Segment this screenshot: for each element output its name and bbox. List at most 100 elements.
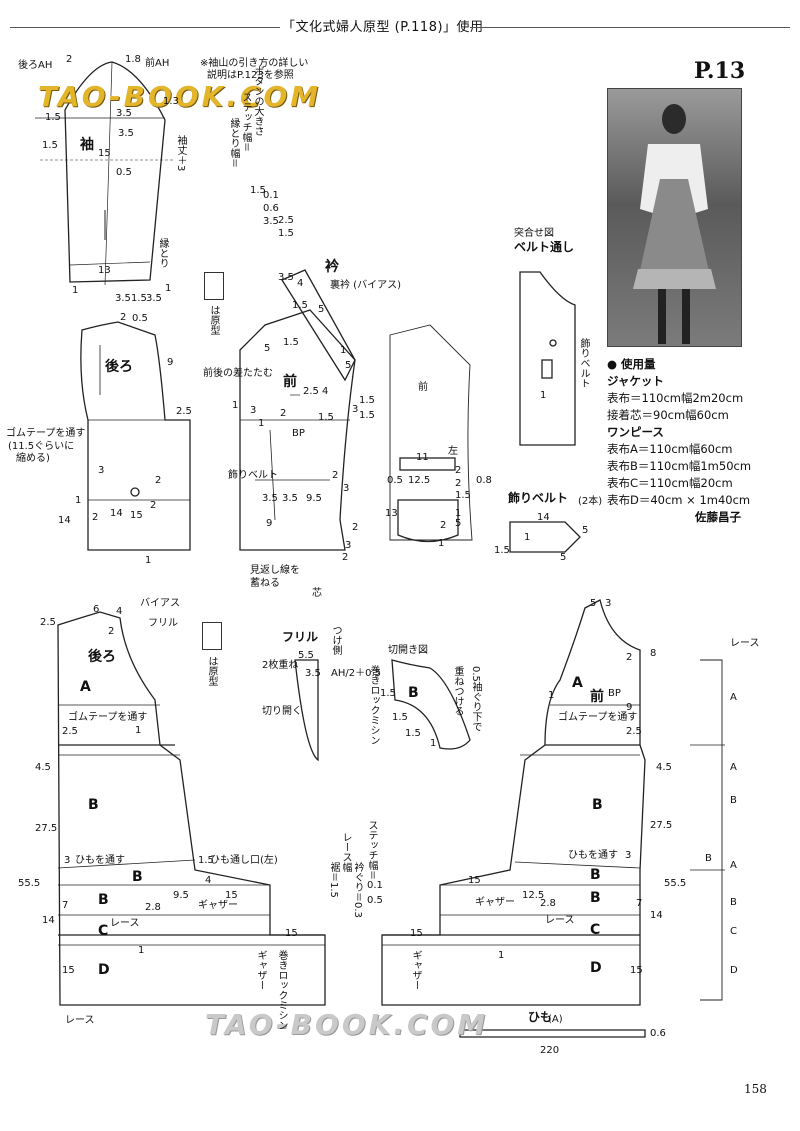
belt-loop-title-1: 突合せ図 — [514, 228, 554, 239]
frill-below: 0.5袖ぐり下で — [470, 666, 481, 732]
sleeve-dim: 3.5 — [115, 293, 131, 304]
frill-attach: つけ側 — [330, 625, 341, 655]
frill-dim: 3.5 — [305, 668, 321, 679]
frill-dim: 1.5 — [392, 712, 408, 723]
jacket-back-dim: 3 — [98, 465, 105, 476]
dress-front-pattern — [381, 599, 646, 1006]
sleeve-dim: 3.5 — [118, 128, 134, 139]
jacket-front-tuck: 前後の差たたむ — [203, 368, 273, 379]
jacket-front-dim: 1.5 — [359, 410, 375, 421]
page-header: 「文化式婦人原型 (P.118)」使用 — [0, 16, 800, 38]
dress-front-dim: 9 — [626, 702, 633, 713]
side-a3: A — [730, 860, 737, 871]
dress-back-cord: ひもを通す — [75, 855, 125, 866]
dress-front-cord: ひもを通す — [568, 850, 618, 861]
pocket-front: 前 — [418, 382, 428, 393]
sleeve-dim: 13 — [98, 265, 111, 276]
pocket-dim: 2 — [455, 478, 462, 489]
dress-back-title: 後ろ — [88, 649, 116, 665]
dress-material-1: 表布A＝110cm幅60cm — [607, 442, 733, 456]
sleeve-title: 袖 — [80, 137, 94, 153]
dress-back-dim: 4.5 — [35, 762, 51, 773]
dress-back-dim: 3 — [64, 855, 71, 866]
dress-back-cord-open: ひも通し口(左) — [210, 855, 278, 866]
deco-belt-count: (2本) — [578, 496, 603, 507]
jacket-back-dim: 1 — [75, 495, 82, 506]
dress-back-dim: 15 — [62, 965, 75, 976]
jacket-front-dim: 3 — [345, 540, 352, 551]
jacket-back-dim: 2 — [92, 512, 99, 523]
pocket-dim: 12.5 — [408, 475, 431, 486]
dress-back-dim: 14 — [42, 915, 55, 926]
jacket-front-dim: 1.5 — [359, 395, 375, 406]
dress-front-dim: 3 — [605, 598, 612, 609]
jacket-back-dim: 2 — [150, 500, 157, 511]
pocket-dim: 5 — [455, 518, 462, 529]
jacket-material-1: 表布＝110cm幅2m20cm — [607, 391, 744, 405]
pocket-dim: 0.5 — [387, 475, 403, 486]
legend-text: は原型 — [208, 305, 219, 335]
frill-dim: 1.5 — [380, 688, 396, 699]
designer-name: 佐藤昌子 — [695, 510, 742, 524]
jacket-front-dim: 2 — [342, 552, 349, 563]
jacket-back-dim: 2 — [155, 475, 162, 486]
dress-front-c: C — [590, 922, 601, 938]
pocket-left: 左 — [448, 446, 458, 457]
side-b2: B — [705, 853, 712, 864]
sleeve-dim: 1.3 — [163, 96, 179, 107]
dress-front-dim: 7 — [636, 898, 643, 909]
jacket-back-dim: 1 — [145, 555, 152, 566]
frill-b: B — [408, 685, 419, 701]
collar-dim: 5 — [345, 360, 352, 371]
cord-pattern — [459, 1029, 646, 1038]
lace-stitch: ステッチ幅＝ — [366, 820, 377, 880]
dress-back-dim: 15 — [285, 928, 298, 939]
deco-belt-dim: 1.5 — [494, 545, 510, 556]
legend-box-2 — [202, 622, 222, 650]
model-silhouette — [633, 104, 716, 344]
note-value: 3.5 — [263, 216, 279, 227]
frill-pattern — [294, 659, 471, 762]
pocket-dim: 11 — [416, 452, 429, 463]
dress-back-dim: 7 — [62, 900, 69, 911]
jacket-front-dim: 1 — [232, 400, 239, 411]
collar-title: 衿 — [325, 259, 339, 275]
note-value: 0.1 — [263, 190, 279, 201]
pocket-dim: 13 — [385, 508, 398, 519]
pocket-dim: 1.5 — [455, 490, 471, 501]
dress-front-title: 前 — [590, 689, 604, 705]
jacket-back-elastic: ゴムテープを通す — [6, 428, 86, 439]
belt-loop-belt: 飾りベルト — [578, 338, 589, 388]
frill-dim: 1 — [430, 738, 437, 749]
jacket-back-dim: 9 — [167, 357, 174, 368]
dress-front-d: D — [590, 960, 602, 976]
jacket-heading: ジャケット — [607, 374, 664, 388]
pocket-pattern — [389, 324, 473, 543]
side-a2: A — [730, 762, 737, 773]
dress-back-lace: レース — [110, 918, 140, 929]
side-view-pattern — [690, 659, 725, 1001]
collar-dim: 3.5 — [278, 272, 294, 283]
jacket-back-pattern — [80, 321, 191, 551]
jacket-front-dim: 1.5 — [318, 412, 334, 423]
model-photo — [607, 88, 742, 347]
jacket-front-dim: 2 — [352, 522, 359, 533]
dress-front-b: B — [592, 797, 603, 813]
dress-front-dim: 15 — [630, 965, 643, 976]
dress-front-dim: 2.8 — [540, 898, 556, 909]
footer-page-number: 158 — [744, 1082, 767, 1096]
side-a: A — [730, 692, 737, 703]
jacket-back-elastic-note-1: (11.5ぐらいに — [8, 441, 75, 452]
sleeve-edge-label: 縁とり — [157, 238, 168, 268]
sleeve-dim: 1.5 — [42, 140, 58, 151]
jacket-front-dim: 2 — [332, 470, 339, 481]
dress-back-pattern — [57, 611, 326, 1006]
jacket-front-dim: 3 — [352, 404, 359, 415]
dress-back-dim: 1 — [135, 725, 142, 736]
stitch-width-note: ステッチ幅＝ — [240, 92, 251, 152]
dress-front-dim: 15 — [468, 875, 481, 886]
sleeve-dim: 1 — [165, 283, 172, 294]
dress-back-roll: 巻きロックミシン — [276, 950, 287, 1030]
